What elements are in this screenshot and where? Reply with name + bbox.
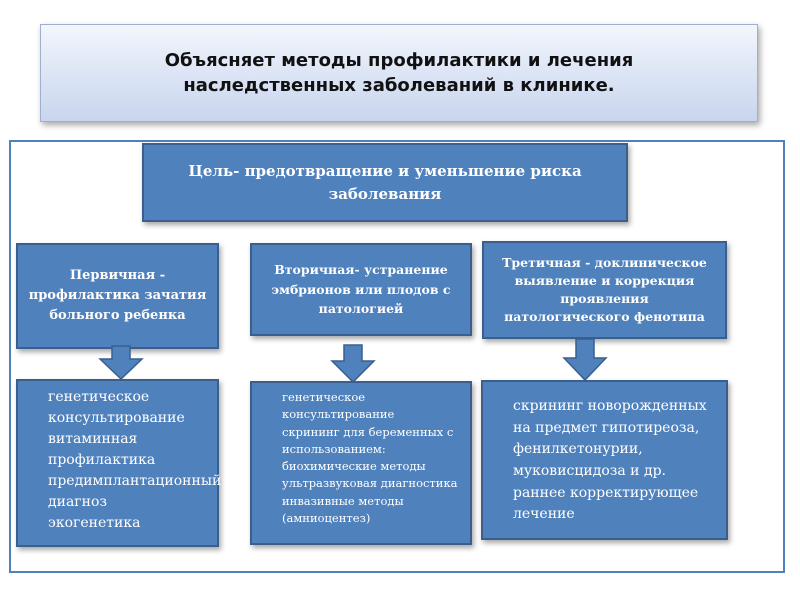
title-line-1: Объясняет методы профилактики и лечения xyxy=(164,49,634,71)
goal-line-1: Цель- предотвращение и уменьшение риска xyxy=(188,162,582,180)
primary-prevention-box: Первичная - профилактика зачатия больног… xyxy=(16,243,219,349)
primary-methods-list: генетическое консультирование витаминная… xyxy=(16,379,222,547)
primary-line-2: профилактика зачатия xyxy=(28,287,207,303)
title-line-2: наследственных заболеваний в клинике. xyxy=(183,75,615,96)
secondary-line-3: патологией xyxy=(318,301,404,317)
secondary-line-2: эмбрионов или плодов с xyxy=(271,281,451,297)
list-item: ультразвуковая диагностика xyxy=(282,476,458,491)
list-item: генетическое консультирование xyxy=(48,389,185,426)
secondary-prevention-box: Вторичная- устранение эмбрионов или плод… xyxy=(250,243,472,336)
list-item: генетическое консультирование xyxy=(282,390,395,422)
tertiary-line-2: выявление и коррекция xyxy=(514,272,695,288)
title-banner: Объясняет методы профилактики и лечения … xyxy=(40,24,758,122)
secondary-methods-list: генетическое консультирование скрининг д… xyxy=(250,381,472,545)
list-item: биохимические методы xyxy=(282,459,426,473)
list-item: предимплантационный диагноз xyxy=(48,473,222,510)
tertiary-methods-list: скрининг новорожденных на предмет гипоти… xyxy=(481,380,728,540)
list-item: экогенетика xyxy=(48,515,141,531)
secondary-line-1: Вторичная- устранение xyxy=(274,262,448,278)
tertiary-prevention-box: Третичная - доклиническое выявление и ко… xyxy=(482,241,727,339)
primary-line-3: больного ребенка xyxy=(49,308,186,324)
arrow-down-icon xyxy=(330,344,376,384)
tertiary-line-3: проявления xyxy=(560,291,649,306)
tertiary-line-1: Третичная - доклиническое xyxy=(502,254,707,270)
list-item: витаминная профилактика xyxy=(48,431,156,468)
list-item: инвазивные методы (амниоцентез) xyxy=(282,493,404,525)
arrow-down-icon xyxy=(98,345,144,381)
tertiary-line-4: патологического фенотипа xyxy=(504,309,705,325)
list-item: скрининг новорожденных на предмет гипоти… xyxy=(513,398,707,480)
primary-line-1: Первичная - xyxy=(69,267,166,283)
list-item: скрининг для беременных с использованием… xyxy=(282,424,454,456)
list-item: раннее корректирующее лечение xyxy=(513,484,699,523)
arrow-down-icon xyxy=(562,338,608,382)
goal-box: Цель- предотвращение и уменьшение риска … xyxy=(142,143,628,222)
goal-line-2: заболевания xyxy=(328,184,442,203)
